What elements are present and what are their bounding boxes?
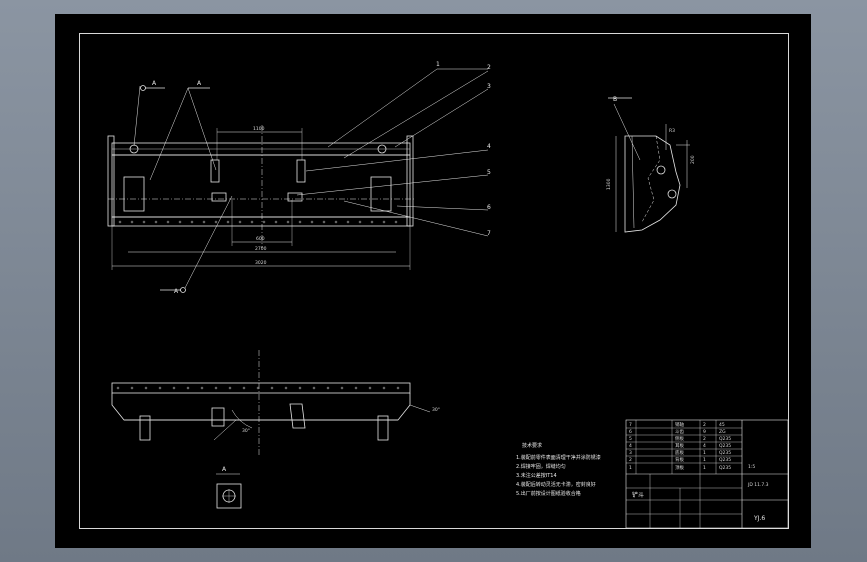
part-qty: 9	[703, 429, 706, 435]
drawing-name: 铲斗	[632, 491, 644, 499]
part-qty: 1	[703, 465, 706, 471]
notes-line-3: 3.未注公差按IT14	[516, 472, 557, 479]
part-no: 2	[629, 457, 632, 463]
side-view	[608, 97, 690, 233]
part-name: 顶板	[675, 464, 684, 471]
part-qty: 4	[703, 443, 706, 449]
part-qty: 1	[703, 457, 706, 463]
dim-side-height: 1300	[606, 178, 612, 190]
part-material: ZG	[719, 429, 726, 435]
notes-line-4: 4.装配后转动灵活无卡滞，密封良好	[516, 481, 596, 488]
section-label-a3: A	[174, 288, 179, 295]
dim-overall: 3020	[255, 260, 267, 266]
callout-1: 1	[436, 61, 440, 68]
callout-3: 3	[487, 83, 491, 90]
part-name: 侧板	[675, 435, 684, 442]
callout-6: 6	[487, 204, 491, 211]
part-material: 45	[719, 422, 725, 428]
notes-line-5: 5.出厂前按设计图纸验收合格	[516, 490, 581, 497]
callout-4: 4	[487, 143, 491, 150]
part-no: 6	[629, 429, 632, 435]
part-material: Q235	[719, 443, 731, 449]
part-no: 4	[629, 443, 632, 449]
part-material: Q235	[719, 465, 731, 471]
drawing-scale: 1:5	[748, 464, 755, 470]
part-qty: 1	[703, 450, 706, 456]
angle-label: 30°	[432, 407, 440, 413]
dim-outer-span: 2700	[255, 246, 267, 252]
part-name: 耳板	[675, 442, 684, 449]
detail-view	[216, 473, 242, 509]
section-label-a2: A	[197, 80, 202, 87]
front-view	[107, 68, 489, 293]
dim-top-span: 1100	[253, 126, 265, 132]
dim-side-b: R3	[669, 128, 675, 134]
part-no: 1	[629, 465, 632, 471]
part-no: 3	[629, 450, 632, 456]
part-no: 5	[629, 436, 632, 442]
drawing-frame	[79, 33, 789, 529]
part-name: 斗齿	[675, 429, 684, 435]
notes-line-1: 1.装配前零件表面清理干净并涂防锈漆	[516, 454, 601, 461]
section-label-a1: A	[152, 80, 157, 87]
parts-list: 7 销轴 2 45 6 斗齿 9 ZG 5 侧板 2 Q235 4 耳板 4 Q…	[629, 421, 731, 471]
drawing-viewport[interactable]	[55, 14, 811, 548]
callout-7: 7	[487, 230, 491, 237]
sheet-number: YJ.6	[753, 515, 765, 522]
part-qty: 2	[703, 422, 706, 428]
cutting-edge	[111, 216, 411, 227]
view-label-a: A	[222, 466, 227, 473]
part-material: Q235	[719, 450, 731, 456]
part-qty: 2	[703, 436, 706, 442]
notes-title: 技术要求	[522, 442, 542, 449]
part-material: Q235	[719, 436, 731, 442]
callout-2: 2	[487, 64, 491, 71]
dim-lower-span: 600	[256, 236, 265, 242]
notes-line-2: 2.焊接牢固，焊缝均匀	[516, 463, 566, 470]
bottom-view	[111, 350, 431, 455]
part-name: 背板	[675, 456, 684, 463]
part-no: 7	[629, 422, 632, 428]
dim-side-a: 200	[690, 155, 696, 164]
callout-5: 5	[487, 169, 491, 176]
drawing-code: JD 11.7.3	[747, 482, 769, 488]
part-name: 底板	[675, 449, 684, 456]
title-block	[625, 419, 789, 529]
angle-label-2: 30°	[242, 428, 250, 434]
section-label-b: B	[613, 96, 617, 103]
part-material: Q235	[719, 457, 731, 463]
part-name: 销轴	[675, 421, 684, 428]
